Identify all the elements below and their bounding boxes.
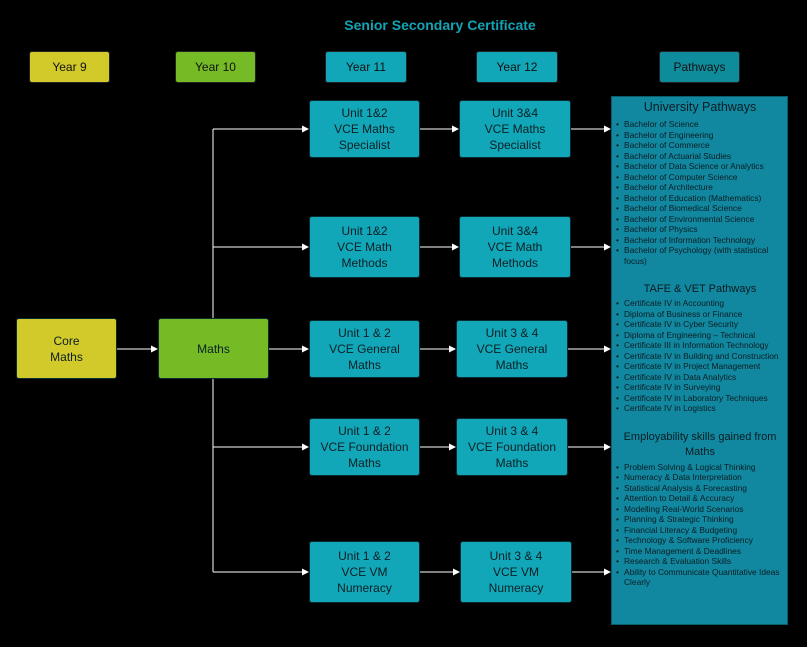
pathways-panel: University Pathways Bachelor of Science … — [611, 96, 788, 625]
list-item: Bachelor of Data Science or Analytics — [616, 161, 784, 172]
node-y12-foundation: Unit 3 & 4 VCE Foundation Maths — [456, 418, 568, 476]
node-y11-foundation: Unit 1 & 2 VCE Foundation Maths — [309, 418, 420, 476]
list-item: Certificate IV in Project Management — [616, 361, 784, 372]
header-pathways: Pathways — [659, 51, 740, 83]
university-pathways-heading: University Pathways — [643, 100, 757, 114]
university-pathways-list: Bachelor of Science Bachelor of Engineer… — [616, 119, 784, 266]
list-item: Bachelor of Education (Mathematics) — [616, 193, 784, 204]
header-year10: Year 10 — [175, 51, 256, 83]
list-item: Bachelor of Commerce — [616, 140, 784, 151]
node-y12-numeracy: Unit 3 & 4 VCE VM Numeracy — [460, 541, 572, 603]
node-y12-specialist: Unit 3&4 VCE Maths Specialist — [459, 100, 571, 158]
diagram-title: Senior Secondary Certificate — [344, 17, 536, 33]
list-item: Bachelor of Science — [616, 119, 784, 130]
list-item: Bachelor of Psychology (with statistical… — [616, 245, 784, 266]
list-item: Problem Solving & Logical Thinking — [616, 462, 784, 473]
list-item: Bachelor of Computer Science — [616, 172, 784, 183]
header-year9: Year 9 — [29, 51, 110, 83]
list-item: Certificate IV in Data Analytics — [616, 372, 784, 383]
list-item: Numeracy & Data Interpretation — [616, 472, 784, 483]
node-y11-numeracy: Unit 1 & 2 VCE VM Numeracy — [309, 541, 420, 603]
node-core-maths: Core Maths — [16, 318, 117, 379]
list-item: Certificate IV in Building and Construct… — [616, 351, 784, 362]
list-item: Planning & Strategic Thinking — [616, 514, 784, 525]
list-item: Modelling Real-World Scenarios — [616, 504, 784, 515]
list-item: Ability to Communicate Quantitative Idea… — [616, 567, 784, 588]
list-item: Technology & Software Proficiency — [616, 535, 784, 546]
list-item: Financial Literacy & Budgeting — [616, 525, 784, 536]
list-item: Diploma of Engineering – Technical — [616, 330, 784, 341]
list-item: Research & Evaluation Skills — [616, 556, 784, 567]
list-item: Diploma of Business or Finance — [616, 309, 784, 320]
employability-skills-heading: Employability skills gained from Maths — [623, 430, 777, 458]
list-item: Time Management & Deadlines — [616, 546, 784, 557]
tafe-vet-pathways-list: Certificate IV in Accounting Diploma of … — [616, 298, 784, 414]
node-maths: Maths — [158, 318, 269, 379]
node-y12-methods: Unit 3&4 VCE Math Methods — [459, 216, 571, 278]
list-item: Certificate IV in Laboratory Techniques — [616, 393, 784, 404]
header-year11: Year 11 — [325, 51, 407, 83]
list-item: Statistical Analysis & Forecasting — [616, 483, 784, 494]
list-item: Certificate IV in Logistics — [616, 403, 784, 414]
list-item: Bachelor of Physics — [616, 224, 784, 235]
list-item: Attention to Detail & Accuracy — [616, 493, 784, 504]
list-item: Bachelor of Actuarial Studies — [616, 151, 784, 162]
list-item: Certificate IV in Surveying — [616, 382, 784, 393]
list-item: Certificate IV in Accounting — [616, 298, 784, 309]
list-item: Bachelor of Environmental Science — [616, 214, 784, 225]
list-item: Bachelor of Information Technology — [616, 235, 784, 246]
tafe-vet-pathways-heading: TAFE & VET Pathways — [643, 283, 757, 295]
employability-skills-list: Problem Solving & Logical Thinking Numer… — [616, 462, 784, 588]
list-item: Bachelor of Architecture — [616, 182, 784, 193]
node-y11-general: Unit 1 & 2 VCE General Maths — [309, 320, 420, 378]
node-y12-general: Unit 3 & 4 VCE General Maths — [456, 320, 568, 378]
list-item: Certificate III in Information Technolog… — [616, 340, 784, 351]
header-year12: Year 12 — [476, 51, 558, 83]
list-item: Certificate IV in Cyber Security — [616, 319, 784, 330]
node-y11-specialist: Unit 1&2 VCE Maths Specialist — [309, 100, 420, 158]
list-item: Bachelor of Biomedical Science — [616, 203, 784, 214]
node-y11-methods: Unit 1&2 VCE Math Methods — [309, 216, 420, 278]
list-item: Bachelor of Engineering — [616, 130, 784, 141]
